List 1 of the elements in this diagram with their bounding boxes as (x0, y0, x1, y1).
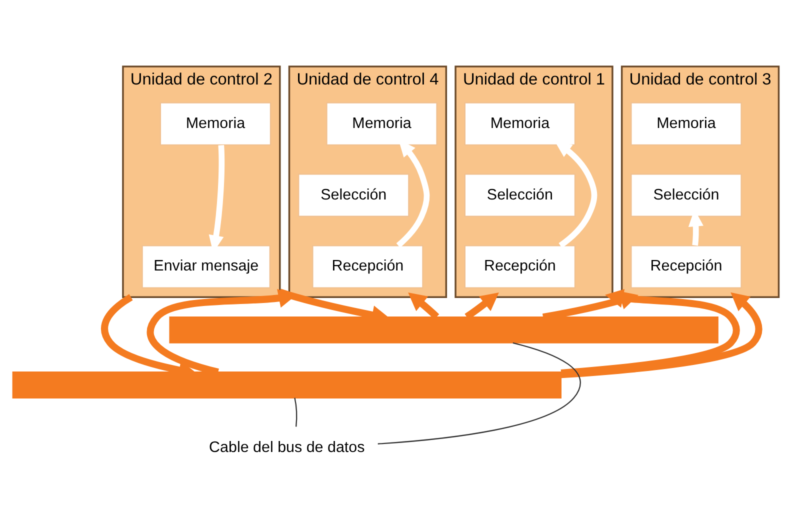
node-text: Cable del bus de datos (209, 439, 365, 456)
